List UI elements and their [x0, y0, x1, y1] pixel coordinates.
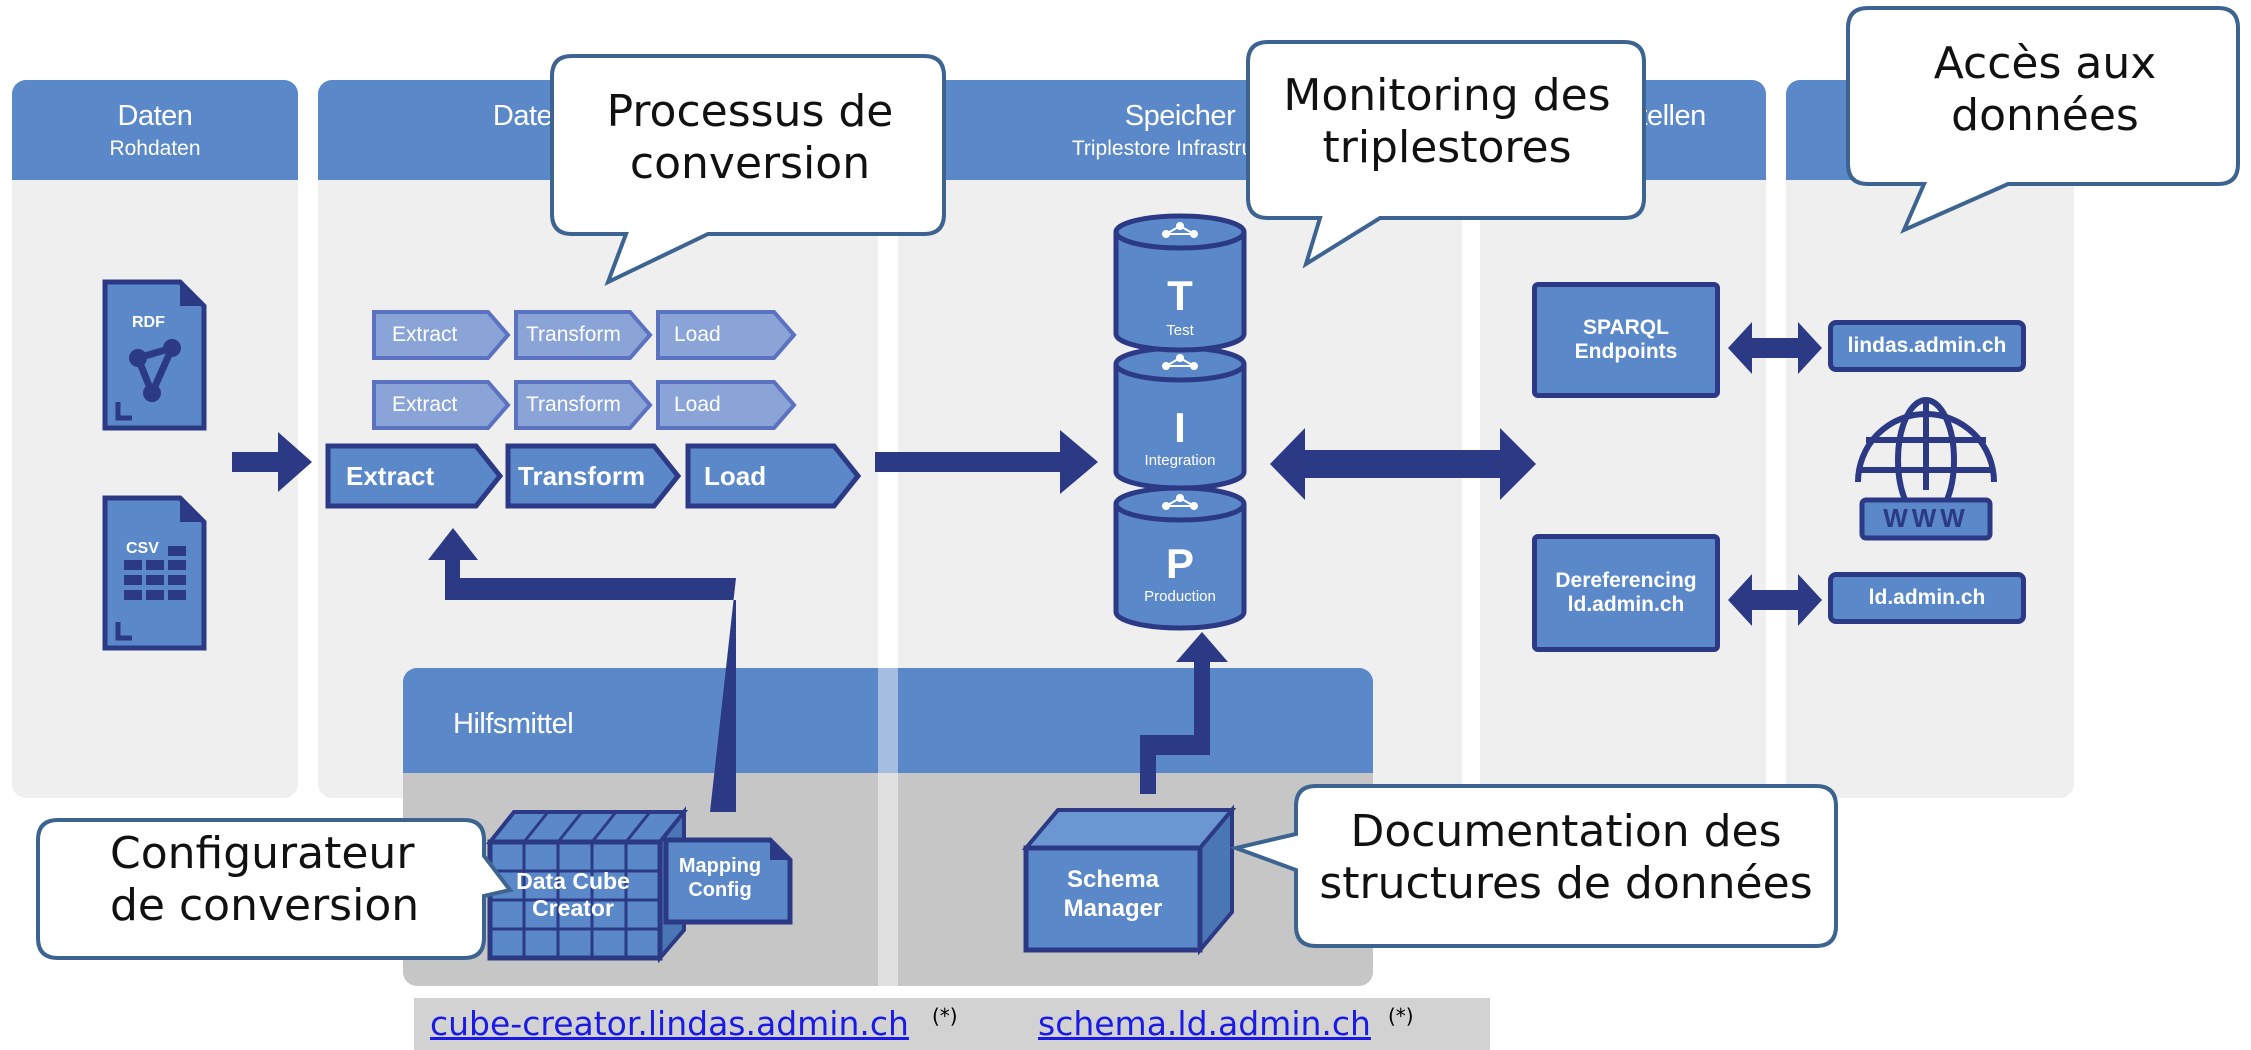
schema-note: (*) [1388, 1004, 1414, 1028]
bubble-configurateur [36, 818, 514, 960]
rdf-label: RDF [132, 314, 165, 331]
bubble-documentation [1229, 784, 1838, 948]
arrow-daten-to-pipeline [232, 432, 312, 492]
small-extract-2: Extract [392, 393, 458, 416]
small-load-2: Load [674, 393, 721, 416]
callout-bubbles [36, 6, 2240, 960]
column-speicher-subtitle: Triplestore Infrastruktur [1071, 137, 1289, 160]
tools-divider [878, 668, 898, 986]
main-load: Load [704, 460, 767, 491]
sparql-endpoints-box: SPARQL Endpoints [1532, 282, 1720, 398]
www-label: WWW [1883, 503, 1969, 533]
arrow-pipeline-to-store [875, 430, 1098, 494]
lindas-host-box: lindas.admin.ch [1828, 320, 2026, 372]
small-transform-2: Transform [526, 393, 621, 416]
arrow-schema-to-store [1118, 632, 1228, 794]
bubble-processus [550, 54, 946, 286]
arrow-cube-creator-to-pipeline [428, 528, 736, 812]
bubble-acces [1846, 6, 2240, 234]
column-speicher-title: Speicher [1124, 100, 1236, 132]
callout-documentation-text: Documentation des structures de données [1319, 806, 1813, 909]
arrow-sparql-lindas [1728, 322, 1822, 374]
triplestore-test-label: Test [1166, 322, 1194, 339]
column-daten-header: Daten Rohdaten [12, 80, 298, 180]
small-load-1: Load [674, 323, 721, 346]
flow-arrows [232, 322, 1822, 812]
data-cube-creator-label: Data Cube Creator [516, 868, 630, 922]
csv-label: CSV [126, 540, 159, 557]
schema-manager-label: Schema Manager [1063, 866, 1163, 922]
callout-processus-text: Processus de conversion [606, 86, 894, 189]
rdf-file-icon [102, 279, 207, 431]
column-daten-title: Daten [117, 100, 193, 132]
triplestore-integration-letter: I [1174, 404, 1186, 451]
links-bar [414, 998, 1490, 1050]
www-badge [1859, 497, 1993, 541]
etl-main-shapes [325, 443, 862, 509]
triplestore-test-letter: T [1167, 272, 1193, 319]
column-daten: Daten Rohdaten [12, 80, 298, 798]
mapping-config-file [663, 837, 793, 925]
schema-link[interactable]: schema.ld.admin.ch [1038, 1004, 1371, 1043]
tools-title: Hilfsmittel [453, 708, 574, 740]
callout-configurateur-text: Configurateur de conversion [110, 828, 420, 931]
callout-monitoring-text: Monitoring des triplestores [1283, 70, 1611, 173]
schema-manager-box [1021, 804, 1237, 956]
cylinder-integration [1113, 345, 1247, 491]
cube-creator-link[interactable]: cube-creator.lindas.admin.ch [430, 1004, 909, 1043]
callout-acces-text: Accès aux données [1933, 38, 2157, 141]
csv-file-icon [102, 495, 207, 651]
arrow-deref-ld [1728, 574, 1822, 626]
bubble-monitoring [1246, 40, 1646, 269]
cube-creator-note: (*) [932, 1004, 958, 1028]
triplestore-cylinders [1113, 213, 1247, 631]
tools-panel-header: Hilfsmittel [403, 668, 1373, 773]
main-extract: Extract [346, 460, 435, 491]
triplestore-integration-label: Integration [1144, 452, 1216, 469]
mapping-config-label: Mapping Config [678, 855, 762, 901]
column-daten-subtitle: Rohdaten [109, 137, 201, 160]
ld-host-box: ld.admin.ch [1828, 572, 2026, 624]
arrow-store-interface [1270, 428, 1536, 500]
triplestore-production-label: Production [1144, 588, 1216, 605]
dereferencing-box: Dereferencing ld.admin.ch [1532, 534, 1720, 652]
cylinder-test [1113, 213, 1247, 353]
small-extract-1: Extract [392, 323, 458, 346]
main-transform: Transform [518, 460, 646, 491]
data-cube-icon [485, 806, 689, 964]
cylinder-production [1113, 485, 1247, 631]
small-transform-1: Transform [526, 323, 621, 346]
triplestore-production-letter: P [1165, 540, 1194, 587]
etl-small-shapes [372, 310, 797, 430]
